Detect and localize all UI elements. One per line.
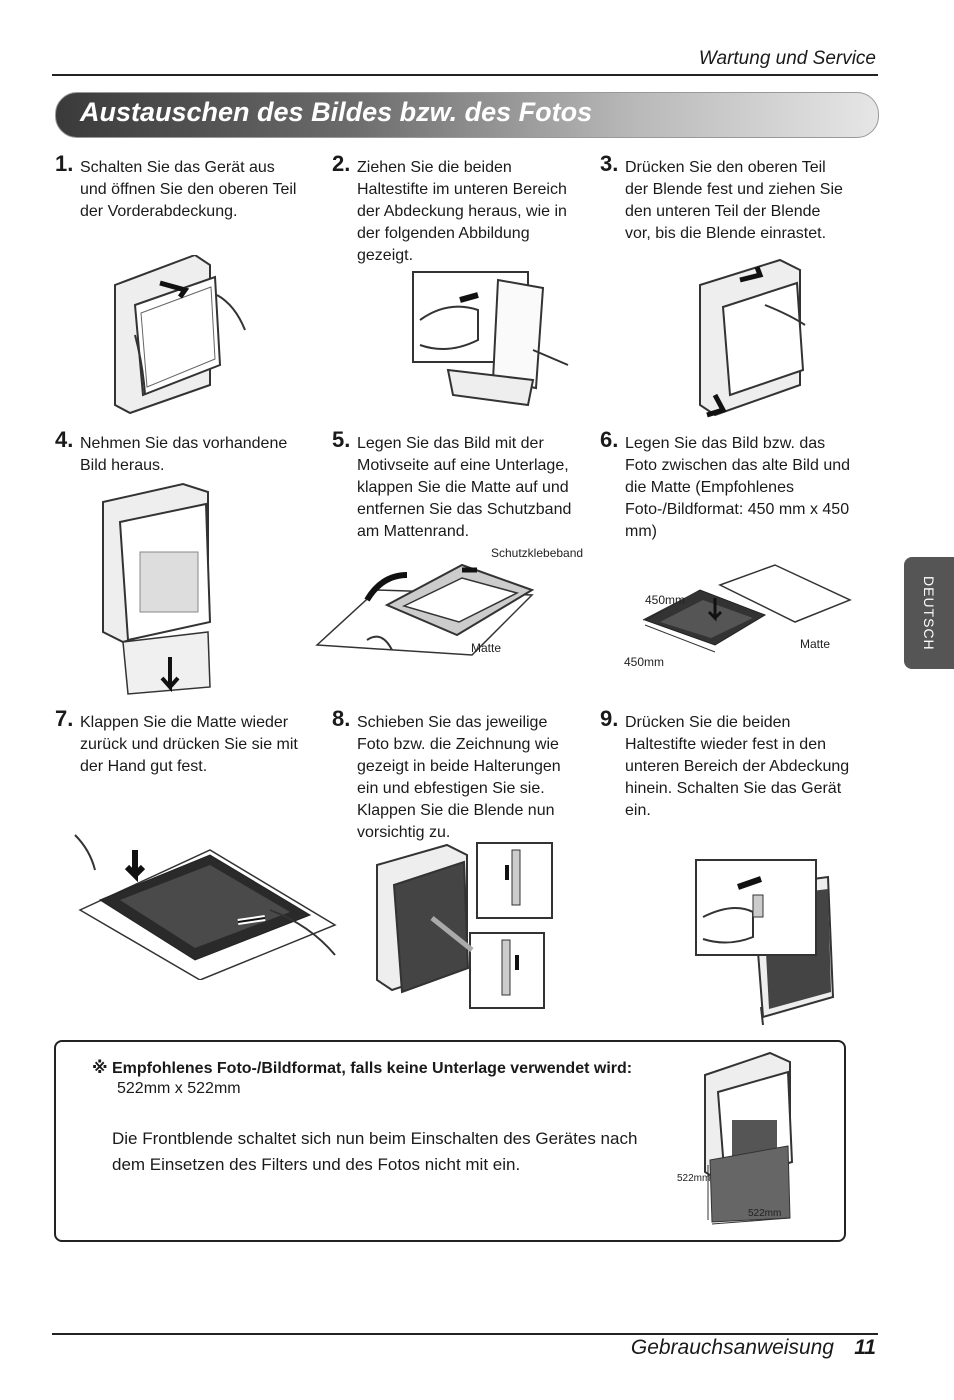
note-box — [54, 1040, 846, 1242]
header-rule — [52, 74, 878, 76]
label-schutzklebeband: Schutzklebeband — [491, 546, 584, 560]
step-number: 5. — [332, 427, 351, 452]
step-number: 2. — [332, 151, 351, 176]
step-2: 2. Ziehen Sie die beiden Haltestifte im … — [332, 151, 582, 267]
step-text: Legen Sie das Bild bzw. das Foto zwische… — [625, 435, 851, 540]
label-dimension: 522mm — [748, 1208, 782, 1219]
illustration-step-2 — [408, 270, 578, 410]
step-number: 1. — [55, 151, 74, 176]
label-dimension: 522mm — [677, 1173, 711, 1184]
step-text: Legen Sie das Bild mit der Motivseite au… — [357, 435, 572, 540]
page-number: 11 — [854, 1336, 876, 1359]
note-heading: ※ Empfohlenes Foto-/Bildformat, falls ke… — [92, 1060, 633, 1077]
illustration-step-5 — [312, 560, 542, 675]
language-tab-label: DEUTSCH — [921, 575, 937, 651]
label-matte: Matte — [800, 637, 831, 651]
step-text: Schalten Sie das Gerät aus und öffnen Si… — [80, 159, 297, 220]
illustration-step-3 — [695, 255, 820, 425]
illustration-step-1 — [105, 255, 255, 415]
step-5: 5. Legen Sie das Bild mit der Motivseite… — [332, 427, 582, 543]
language-tab: DEUTSCH — [904, 557, 954, 669]
illustration-step-6 — [615, 560, 855, 670]
step-text: Nehmen Sie das vorhandene Bild heraus. — [80, 435, 288, 474]
section-title: Wartung und Service — [698, 48, 876, 69]
illustration-step-9 — [693, 857, 863, 1027]
step-text: Schieben Sie das jeweilige Foto bzw. die… — [357, 714, 561, 841]
step-6: 6. Legen Sie das Bild bzw. das Foto zwis… — [600, 427, 851, 543]
step-text: Ziehen Sie die beiden Haltestifte im unt… — [357, 159, 567, 264]
step-number: 8. — [332, 706, 351, 731]
step-text: Drücken Sie den oberen Teil der Blende f… — [625, 159, 843, 242]
footer-rule — [52, 1333, 878, 1335]
illustration-step-8 — [372, 840, 557, 1015]
label-matte: Matte — [471, 641, 502, 655]
step-4: 4. Nehmen Sie das vorhandene Bild heraus… — [55, 427, 305, 477]
label-dimension: 450mm — [645, 593, 686, 607]
step-8: 8. Schieben Sie das jeweilige Foto bzw. … — [332, 706, 582, 844]
step-1: 1. Schalten Sie das Gerät aus und öffnen… — [55, 151, 305, 223]
note-size: 522mm x 522mm — [117, 1080, 241, 1097]
step-text: Drücken Sie die beiden Haltestifte wiede… — [625, 714, 850, 819]
step-number: 4. — [55, 427, 74, 452]
step-number: 3. — [600, 151, 619, 176]
step-number: 7. — [55, 706, 74, 731]
footer-title: Gebrauchsanweisung — [630, 1336, 834, 1359]
label-dimension: 450mm — [624, 655, 665, 669]
note-body: Die Frontblende schaltet sich nun beim E… — [112, 1129, 638, 1174]
step-7: 7. Klappen Sie die Matte wieder zurück u… — [55, 706, 305, 778]
step-number: 6. — [600, 427, 619, 452]
illustration-step-4 — [98, 482, 228, 697]
step-number: 9. — [600, 706, 619, 731]
step-3: 3. Drücken Sie den oberen Teil der Blend… — [600, 151, 850, 245]
illustration-step-7 — [70, 830, 340, 980]
step-9: 9. Drücken Sie die beiden Haltestifte wi… — [600, 706, 850, 822]
title-banner — [55, 92, 879, 138]
step-text: Klappen Sie die Matte wieder zurück und … — [80, 714, 298, 775]
page-title: Austauschen des Bildes bzw. des Fotos — [80, 97, 593, 127]
illustration-note — [700, 1050, 800, 1225]
